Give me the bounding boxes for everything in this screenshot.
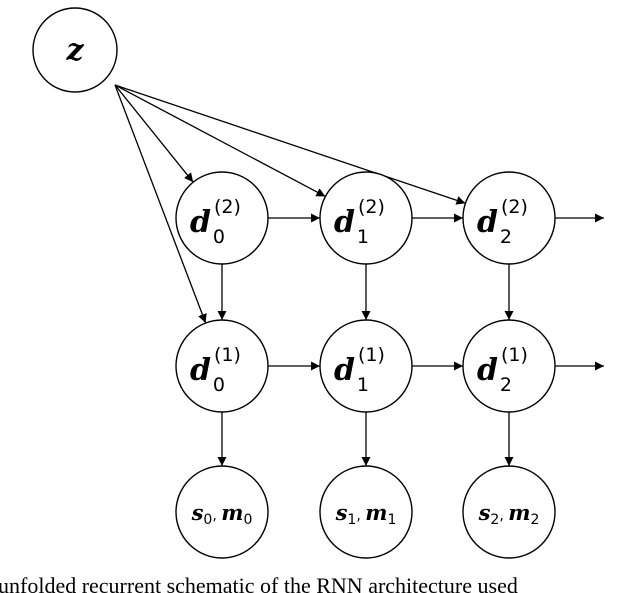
node-out-1: s1, m1 [319,465,413,559]
node-z-label: z [65,33,84,68]
edge-z-to-d1_0 [114,84,207,324]
node-out-1-label: s1, m1 [335,500,397,528]
figure-caption: unfolded recurrent schematic of the RNN … [0,570,640,593]
node-out-2-label: s2, m2 [478,500,540,528]
node-d2-2: d(2)2 [462,171,556,265]
node-out-0-label: s0, m0 [191,500,253,528]
node-d1-2: d(1)2 [462,319,556,413]
node-d1-1-label: d(1)1 [334,344,385,396]
node-d1-0: d(1)0 [175,319,269,413]
node-out-0: s0, m0 [175,465,269,559]
node-d2-1: d(2)1 [319,171,413,265]
figure-caption-text: unfolded recurrent schematic of the RNN … [0,573,518,593]
node-out-2: s2, m2 [462,465,556,559]
node-d1-2-label: d(1)2 [477,344,528,396]
edge-z-to-d2_0 [114,84,194,183]
node-d2-2-label: d(2)2 [477,196,528,248]
edge-z-to-d2_2 [114,84,466,205]
edge-z-to-d2_1 [114,84,326,198]
node-d2-1-label: d(2)1 [334,196,385,248]
rnn-schematic: z d(2)0 d(2)1 d(2)2 d(1)0 d(1)1 d(1)2 s0… [32,7,604,559]
node-d2-0-label: d(2)0 [190,196,241,248]
node-d1-0-label: d(1)0 [190,344,241,396]
node-z: z [32,7,118,93]
edges [114,84,604,466]
node-d1-1: d(1)1 [319,319,413,413]
node-d2-0: d(2)0 [175,171,269,265]
